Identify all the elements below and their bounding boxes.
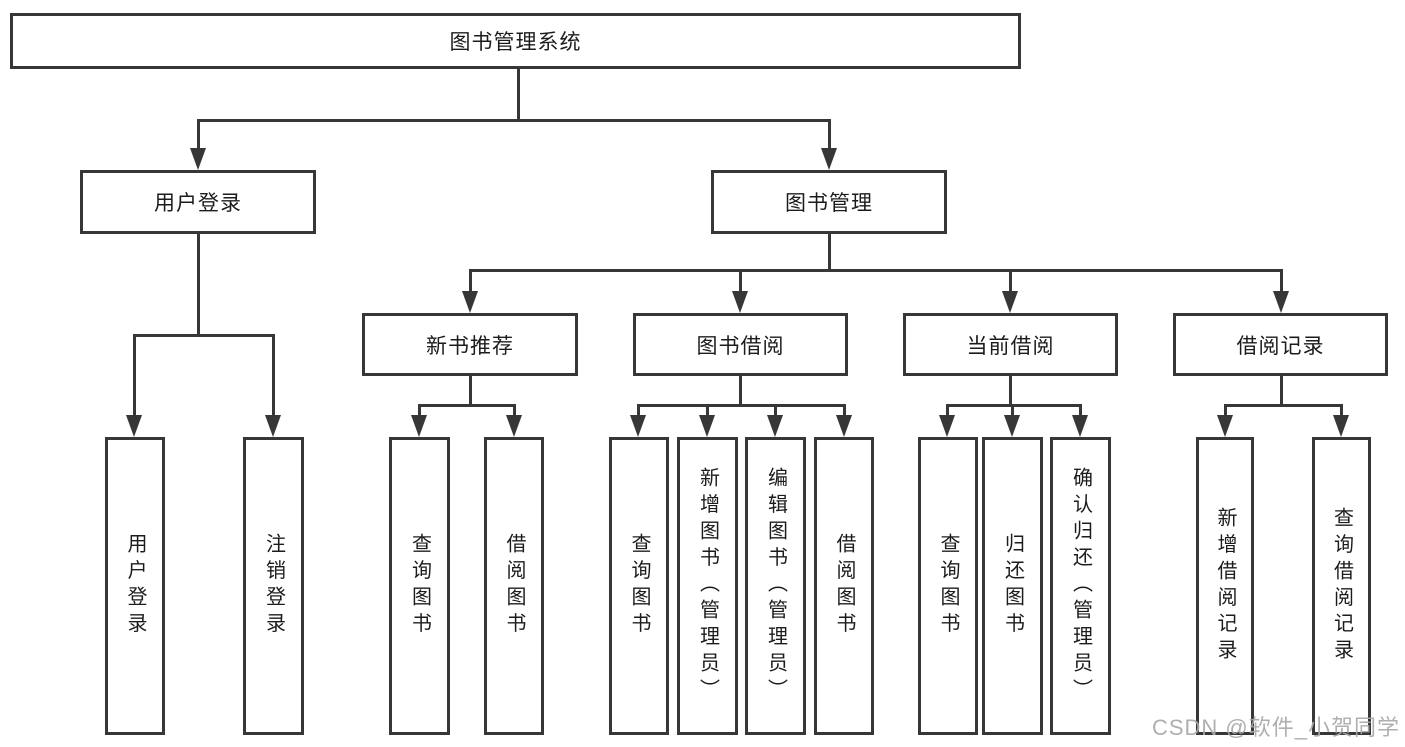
arrow-down-icon (630, 415, 646, 437)
arrow-down-icon (190, 148, 206, 170)
connector-line (706, 404, 709, 420)
connector-line (1224, 404, 1343, 407)
connector-line (739, 269, 742, 296)
leaf-user-login: 用户登录 (105, 437, 165, 735)
arrow-down-icon (126, 415, 142, 437)
connector-line (774, 404, 777, 420)
arrow-down-icon (265, 415, 281, 437)
node-new-book-recommend: 新书推荐 (362, 313, 578, 376)
arrow-down-icon (1072, 415, 1088, 437)
arrow-down-icon (767, 415, 783, 437)
connector-line (197, 119, 200, 154)
connector-line (272, 334, 275, 420)
connector-line (1009, 269, 1012, 296)
connector-line (828, 119, 831, 154)
connector-line (133, 334, 136, 420)
connector-line (469, 269, 1283, 272)
connector-line (946, 404, 949, 420)
leaf-confirm-return-admin: 确认归还（管理员） (1050, 437, 1111, 735)
connector-line (1079, 404, 1082, 420)
arrow-down-icon (462, 291, 478, 313)
leaf-borrow-query-books: 查询图书 (609, 437, 669, 735)
connector-line (469, 376, 472, 407)
arrow-down-icon (1333, 415, 1349, 437)
connector-line (739, 376, 742, 407)
leaf-return-book: 归还图书 (982, 437, 1043, 735)
connector-line (637, 404, 640, 420)
connector-line (946, 404, 1082, 407)
arrow-down-icon (732, 291, 748, 313)
node-borrow-records: 借阅记录 (1173, 313, 1388, 376)
arrow-down-icon (1273, 291, 1289, 313)
connector-line (1280, 269, 1283, 296)
arrow-down-icon (836, 415, 852, 437)
connector-line (1009, 376, 1012, 407)
leaf-current-query-books: 查询图书 (918, 437, 978, 735)
connector-line (1224, 404, 1227, 420)
connector-line (637, 404, 846, 407)
connector-line (843, 404, 846, 420)
connector-line (469, 269, 472, 296)
connector-line (197, 119, 831, 122)
leaf-edit-book-admin: 编辑图书（管理员） (745, 437, 806, 735)
connector-line (418, 404, 421, 420)
connector-line (517, 68, 520, 122)
arrow-down-icon (1004, 415, 1020, 437)
node-book-management: 图书管理 (711, 170, 947, 234)
leaf-add-book-admin: 新增图书（管理员） (677, 437, 738, 735)
connector-line (418, 404, 516, 407)
connector-line (133, 334, 274, 337)
arrow-down-icon (821, 148, 837, 170)
leaf-add-borrow-record: 新增借阅记录 (1196, 437, 1254, 735)
arrow-down-icon (939, 415, 955, 437)
arrow-down-icon (1217, 415, 1233, 437)
leaf-recommend-borrow-books: 借阅图书 (484, 437, 544, 735)
arrow-down-icon (1002, 291, 1018, 313)
leaf-logout: 注销登录 (243, 437, 304, 735)
node-library-management-system: 图书管理系统 (10, 13, 1021, 69)
arrow-down-icon (506, 415, 522, 437)
connector-line (828, 234, 831, 272)
node-user-login: 用户登录 (80, 170, 316, 234)
node-book-borrow: 图书借阅 (633, 313, 848, 376)
connector-line (513, 404, 516, 420)
leaf-borrow-books: 借阅图书 (814, 437, 874, 735)
connector-line (1340, 404, 1343, 420)
connector-line (1280, 376, 1283, 407)
leaf-recommend-query-books: 查询图书 (389, 437, 450, 735)
connector-line (1011, 404, 1014, 420)
leaf-query-borrow-record: 查询借阅记录 (1312, 437, 1371, 735)
connector-line (197, 234, 200, 337)
watermark-text: CSDN @软件_小贺同学 (1151, 715, 1400, 740)
arrow-down-icon (411, 415, 427, 437)
arrow-down-icon (699, 415, 715, 437)
node-current-borrow: 当前借阅 (903, 313, 1118, 376)
